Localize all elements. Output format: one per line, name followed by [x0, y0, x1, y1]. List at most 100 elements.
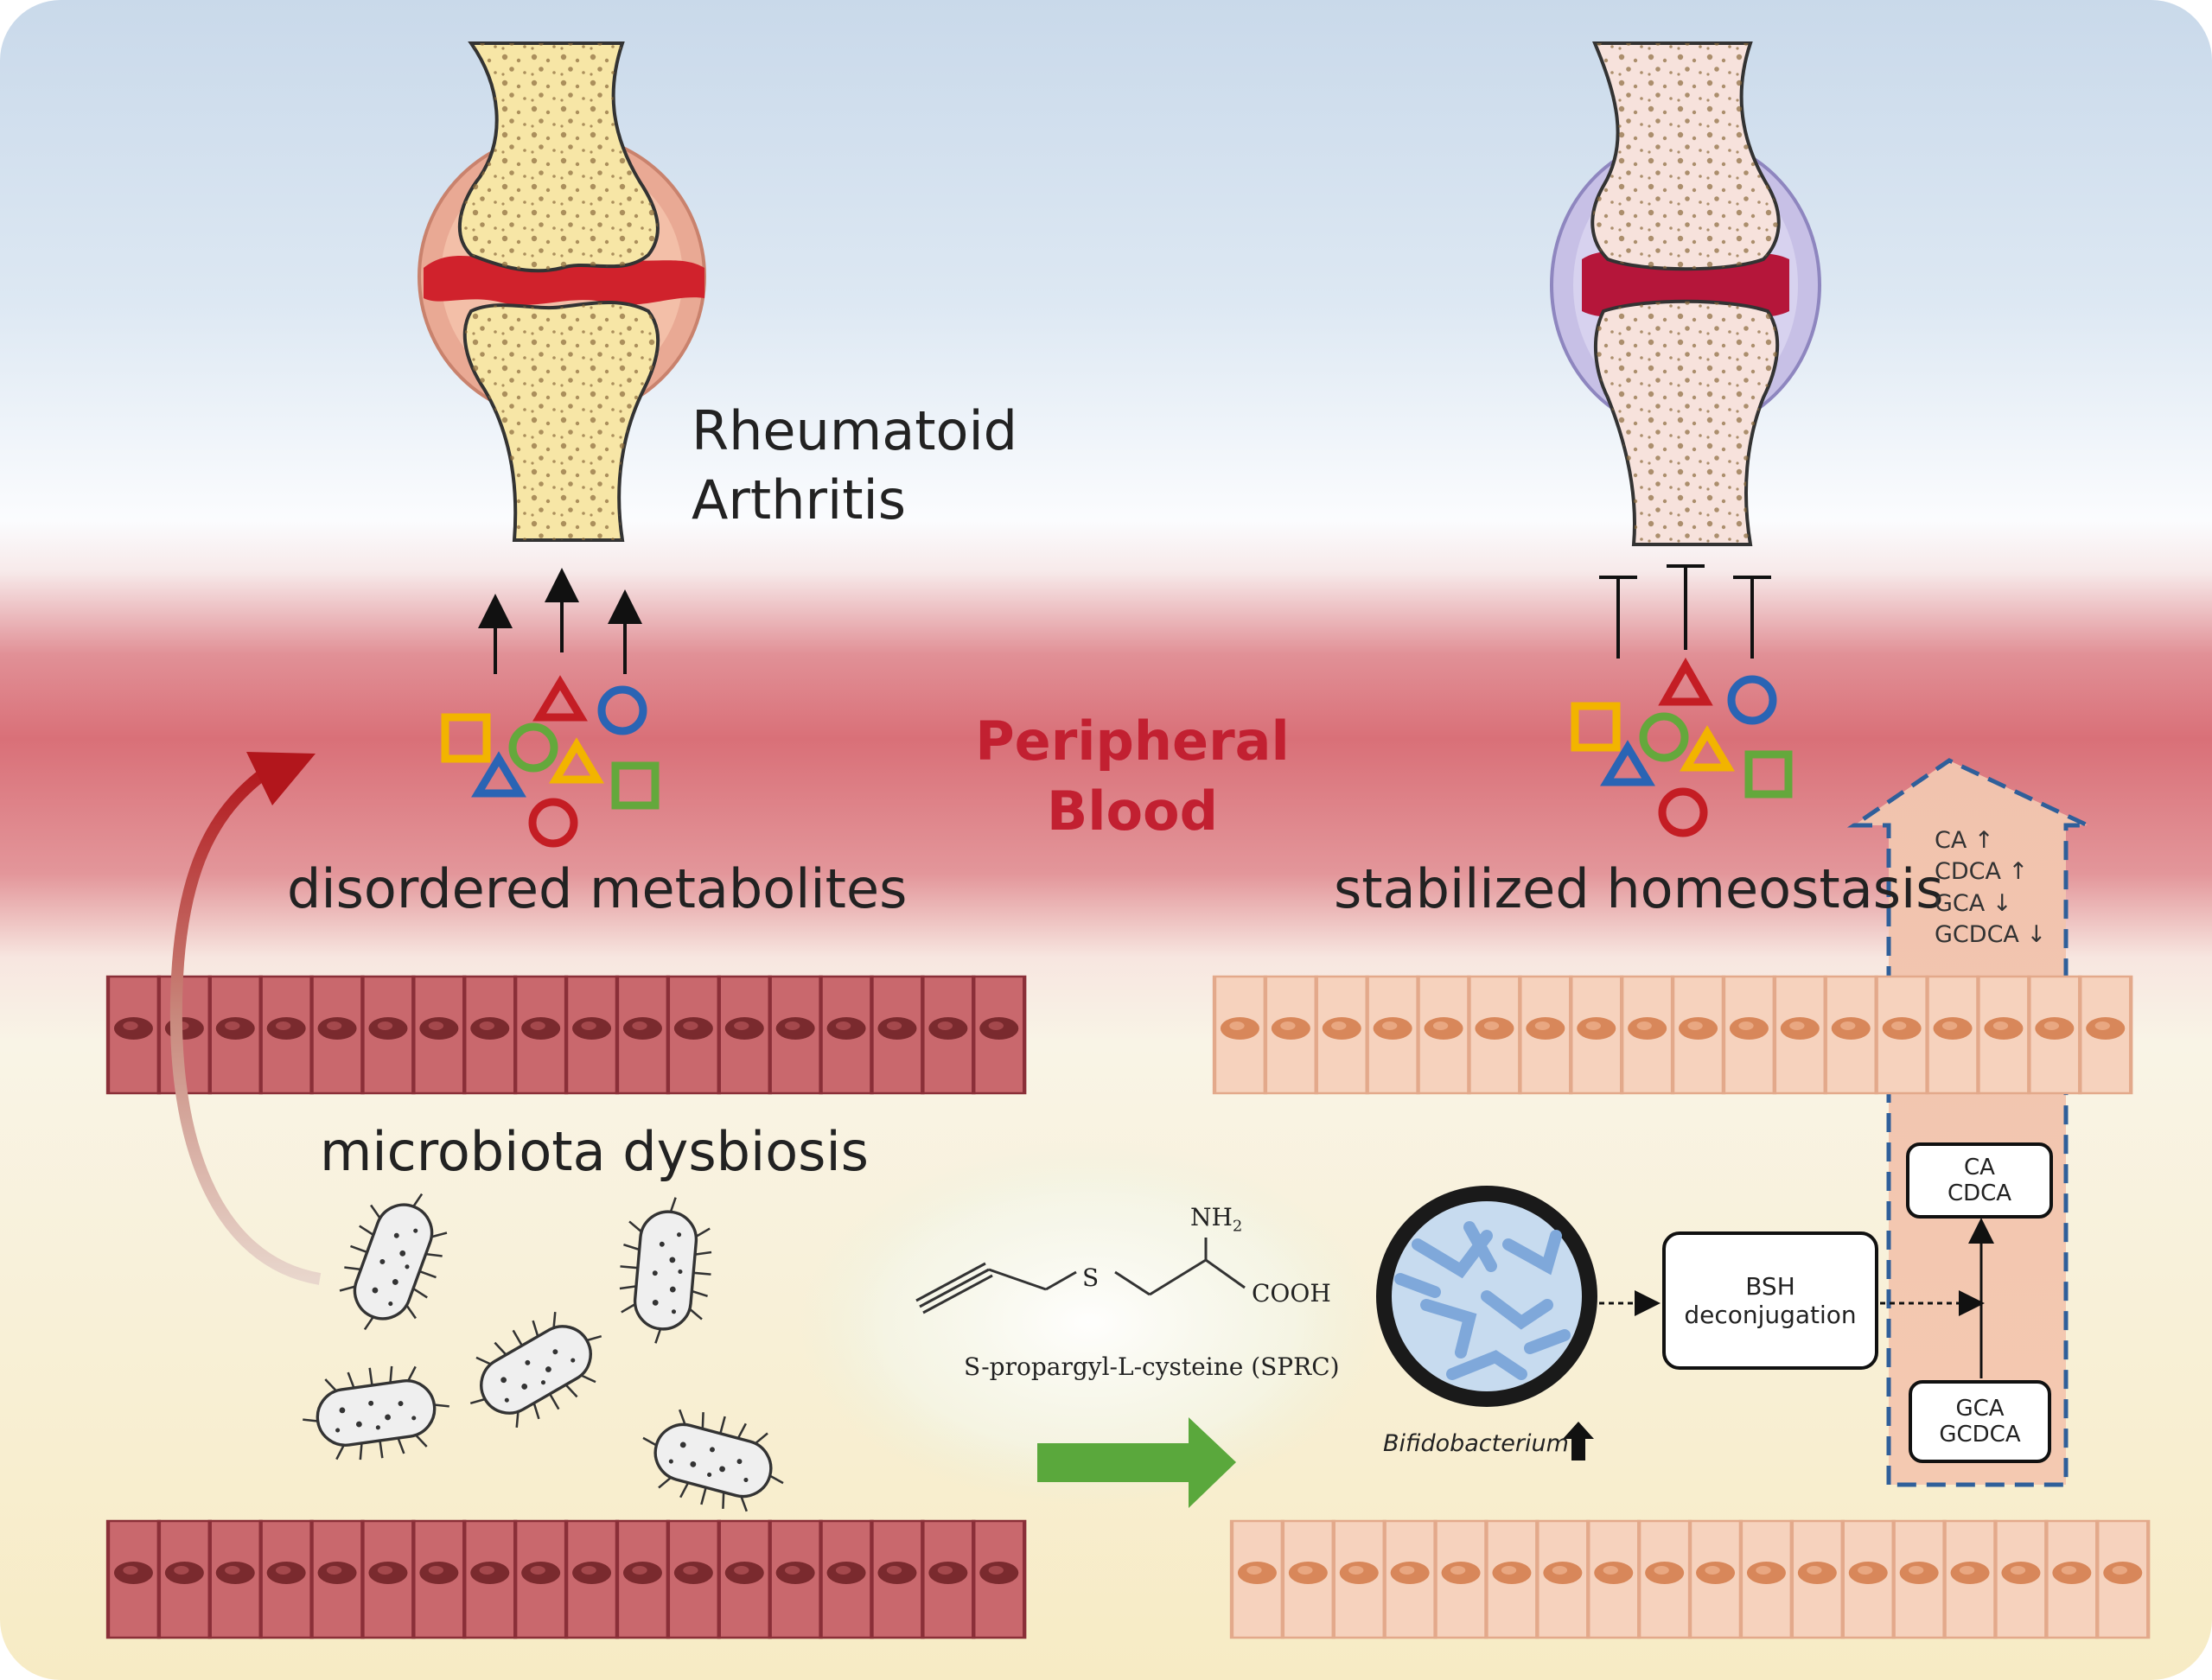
- epithelial-cell: [1945, 1521, 1996, 1638]
- epithelial-cell: [1622, 977, 1673, 1093]
- blue-triangle: [1600, 740, 1655, 786]
- epithelial-cell: [1334, 1521, 1385, 1638]
- inflamed-joint: [418, 41, 706, 542]
- yellow-triangle: [549, 737, 604, 784]
- dysbiosis-to-blood-arrow: [169, 760, 322, 1285]
- epithelial-cell: [108, 977, 159, 1093]
- peripheral-label: Peripheral: [975, 710, 1290, 773]
- rheumatoid-arthritis-label-2: Arthritis: [692, 468, 907, 531]
- nh-text: NH: [1190, 1203, 1233, 1231]
- yellow-square: [1571, 702, 1621, 752]
- epithelial-cell: [210, 1521, 261, 1638]
- epithelial-cell: [566, 1521, 617, 1638]
- epithelial-cell: [159, 1521, 210, 1638]
- deconjugation-label: deconjugation: [1684, 1301, 1857, 1329]
- epithelial-cell: [261, 977, 312, 1093]
- epithelial-cell: [515, 977, 566, 1093]
- epithelial-cell: [1367, 977, 1418, 1093]
- epithelial-cell: [668, 977, 719, 1093]
- epithelial-cell: [1843, 1521, 1894, 1638]
- epithelial-cell: [464, 1521, 515, 1638]
- ca-label: CA: [1964, 1155, 1995, 1180]
- epithelial-cell: [922, 1521, 973, 1638]
- epithelial-cell: [1996, 1521, 2047, 1638]
- epithelial-cell: [1232, 1521, 1283, 1638]
- epithelial-cell: [413, 977, 464, 1093]
- epithelial-cell: [719, 1521, 770, 1638]
- epithelial-cell: [973, 1521, 1024, 1638]
- stabilized-metabolite-shapes: [1571, 657, 1793, 837]
- epithelial-cell: [1214, 977, 1265, 1093]
- carboxyl-group-label: COOH: [1252, 1279, 1331, 1308]
- rheumatoid-arthritis-label-1: Rheumatoid: [692, 399, 1018, 462]
- gcdca-label: GCDCA: [1939, 1422, 2021, 1448]
- epithelial-cell: [821, 977, 872, 1093]
- ca-cdca-box: CA CDCA: [1906, 1142, 2053, 1219]
- epithelial-cell: [108, 1521, 159, 1638]
- bifidobacterium-label: Bifidobacterium: [1383, 1430, 1569, 1457]
- epithelial-cell: [1487, 1521, 1538, 1638]
- epithelial-cell: [312, 1521, 363, 1638]
- epithelial-cell: [363, 1521, 414, 1638]
- yellow-square: [441, 713, 491, 763]
- epithelial-cell: [617, 1521, 668, 1638]
- green-treatment-arrow: [1037, 1417, 1236, 1508]
- green-circle: [1639, 712, 1689, 762]
- nh-subscript: 2: [1232, 1217, 1243, 1236]
- blood-label: Blood: [1046, 779, 1219, 843]
- peripheral-blood-title: Peripheral Blood: [951, 707, 1314, 846]
- epithelial-cell: [2029, 977, 2080, 1093]
- epithelial-cell: [2046, 1521, 2097, 1638]
- epithelial-cell: [1469, 977, 1520, 1093]
- disordered-metabolite-shapes: [441, 675, 660, 848]
- epithelial-cell: [872, 977, 923, 1093]
- bile-change-cdca: CDCA ↑: [1935, 858, 2029, 886]
- epithelial-cell: [668, 1521, 719, 1638]
- epithelial-cell: [1741, 1521, 1792, 1638]
- epithelial-cell: [1826, 977, 1877, 1093]
- epithelial-cell: [1775, 977, 1826, 1093]
- epithelial-cell: [821, 1521, 872, 1638]
- bile-acid-change-list: CA ↑ CDCA ↑ GCA ↓ GCDCA ↓: [1935, 825, 2046, 951]
- red-triangle: [532, 675, 588, 722]
- green-square: [1744, 750, 1793, 799]
- epithelial-cell: [210, 977, 261, 1093]
- gca-label: GCA: [1955, 1396, 2005, 1422]
- bile-change-ca: CA ↑: [1935, 827, 1994, 854]
- epithelial-cell: [719, 977, 770, 1093]
- red-circle: [528, 798, 578, 848]
- epithelial-cell: [1588, 1521, 1639, 1638]
- stabilized-homeostasis-label: stabilized homeostasis: [1334, 857, 1944, 920]
- epithelial-cell: [1385, 1521, 1436, 1638]
- epithelial-cell: [1792, 1521, 1843, 1638]
- red-circle: [1658, 787, 1708, 837]
- epithelial-cell: [973, 977, 1024, 1093]
- epithelial-cell: [464, 977, 515, 1093]
- activation-arrows: [478, 568, 642, 674]
- sprc-glow: [795, 1141, 1383, 1504]
- epithelial-cell: [1894, 1521, 1945, 1638]
- epithelium-top-right: [1214, 977, 2131, 1093]
- epithelial-cell: [1690, 1521, 1741, 1638]
- epithelial-cell: [1418, 977, 1469, 1093]
- epithelial-cell: [617, 977, 668, 1093]
- epithelial-cell: [566, 977, 617, 1093]
- epithelial-cell: [1265, 977, 1316, 1093]
- healthy-joint: [1550, 41, 1821, 546]
- epithelial-cell: [2097, 1521, 2148, 1638]
- blue-circle: [597, 685, 647, 735]
- epithelial-cell: [1571, 977, 1622, 1093]
- epithelial-cell: [872, 1521, 923, 1638]
- epithelial-cell: [261, 1521, 312, 1638]
- epithelium-top-left: [108, 977, 1024, 1093]
- epithelial-cell: [922, 977, 973, 1093]
- increase-arrow-icon: [1563, 1422, 1594, 1460]
- bile-change-gcdca: GCDCA ↓: [1935, 921, 2047, 949]
- epithelium-bottom-right: [1232, 1521, 2148, 1638]
- epithelial-cell: [770, 977, 821, 1093]
- cdca-label: CDCA: [1947, 1180, 2012, 1206]
- epithelial-cell: [1520, 977, 1571, 1093]
- green-circle: [508, 722, 558, 773]
